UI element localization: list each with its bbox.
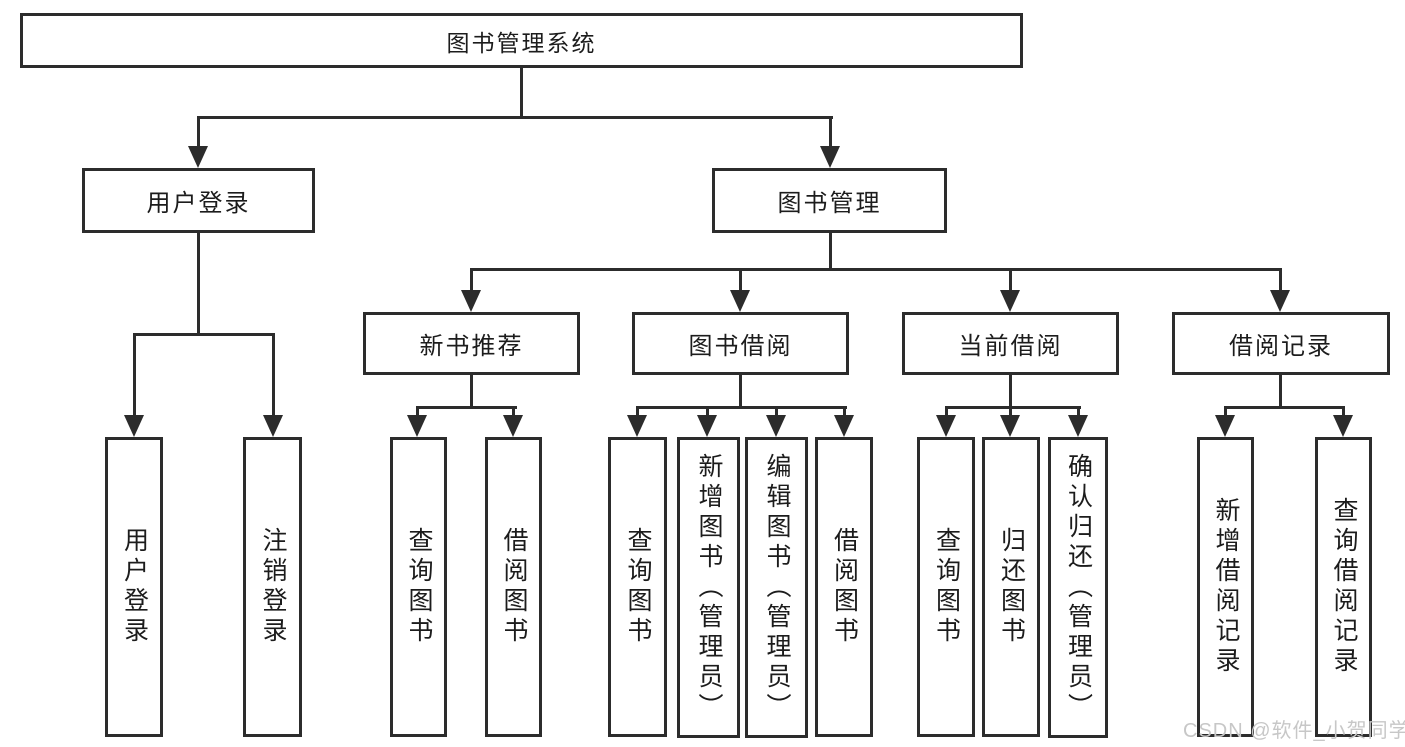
connector-line <box>1224 406 1227 418</box>
arrow-down-icon <box>503 415 523 437</box>
connector-line <box>272 333 275 417</box>
connector-line <box>416 406 419 418</box>
node-book-management: 图书管理 <box>712 168 947 233</box>
node-book-borrowing: 图书借阅 <box>632 312 849 375</box>
arrow-down-icon <box>627 415 647 437</box>
leaf-confirm-return-admin: 确认归还（管理员） <box>1048 437 1108 738</box>
node-library-management-system: 图书管理系统 <box>20 13 1023 68</box>
connector-line <box>470 373 473 409</box>
connector-line <box>829 116 832 148</box>
connector-line <box>1342 406 1345 418</box>
connector-line <box>133 333 136 417</box>
leaf-query-books-3: 查询图书 <box>917 437 975 737</box>
connector-line <box>829 231 832 271</box>
connector-line <box>197 116 833 119</box>
arrow-down-icon <box>766 415 786 437</box>
connector-line <box>470 268 1282 271</box>
connector-line <box>197 231 200 335</box>
connector-line <box>416 406 517 409</box>
connector-line <box>636 406 639 418</box>
arrow-down-icon <box>697 415 717 437</box>
connector-line <box>1224 406 1345 409</box>
leaf-query-books-1: 查询图书 <box>390 437 447 737</box>
leaf-user-login: 用户登录 <box>105 437 163 737</box>
connector-line <box>1009 406 1012 418</box>
node-new-book-recommendation: 新书推荐 <box>363 312 580 375</box>
arrow-down-icon <box>461 290 481 312</box>
node-user-login: 用户登录 <box>82 168 315 233</box>
leaf-borrow-books-1: 借阅图书 <box>485 437 542 737</box>
connector-line <box>1279 268 1282 294</box>
leaf-query-books-2: 查询图书 <box>608 437 667 737</box>
connector-line <box>1279 373 1282 409</box>
connector-line <box>1009 373 1012 409</box>
csdn-watermark: CSDN @软件_小贺同学 <box>1183 720 1405 742</box>
connector-line <box>706 406 709 418</box>
leaf-return-books: 归还图书 <box>982 437 1040 737</box>
connector-line <box>133 333 275 336</box>
arrow-down-icon <box>820 146 840 168</box>
arrow-down-icon <box>1215 415 1235 437</box>
connector-line <box>945 406 948 418</box>
arrow-down-icon <box>834 415 854 437</box>
arrow-down-icon <box>1270 290 1290 312</box>
arrow-down-icon <box>936 415 956 437</box>
connector-line <box>1077 406 1080 418</box>
leaf-edit-books-admin: 编辑图书（管理员） <box>745 437 808 738</box>
connector-line <box>636 406 847 409</box>
leaf-logout: 注销登录 <box>243 437 302 737</box>
connector-line <box>775 406 778 418</box>
leaf-add-books-admin: 新增图书（管理员） <box>677 437 740 738</box>
connector-line <box>739 373 742 409</box>
arrow-down-icon <box>1068 415 1088 437</box>
connector-line <box>470 268 473 294</box>
connector-line <box>197 116 200 148</box>
arrow-down-icon <box>1000 290 1020 312</box>
connector-line <box>843 406 846 418</box>
node-borrowing-records: 借阅记录 <box>1172 312 1390 375</box>
leaf-borrow-books-2: 借阅图书 <box>815 437 873 737</box>
connector-line <box>739 268 742 294</box>
connector-line <box>512 406 515 418</box>
arrow-down-icon <box>1333 415 1353 437</box>
connector-line <box>945 406 1081 409</box>
leaf-add-borrow-record: 新增借阅记录 <box>1197 437 1254 737</box>
leaf-query-borrow-record: 查询借阅记录 <box>1315 437 1372 737</box>
arrow-down-icon <box>188 146 208 168</box>
node-current-borrowing: 当前借阅 <box>902 312 1119 375</box>
arrow-down-icon <box>1000 415 1020 437</box>
arrow-down-icon <box>263 415 283 437</box>
connector-line <box>1009 268 1012 294</box>
arrow-down-icon <box>730 290 750 312</box>
arrow-down-icon <box>124 415 144 437</box>
arrow-down-icon <box>407 415 427 437</box>
connector-line <box>520 68 523 118</box>
